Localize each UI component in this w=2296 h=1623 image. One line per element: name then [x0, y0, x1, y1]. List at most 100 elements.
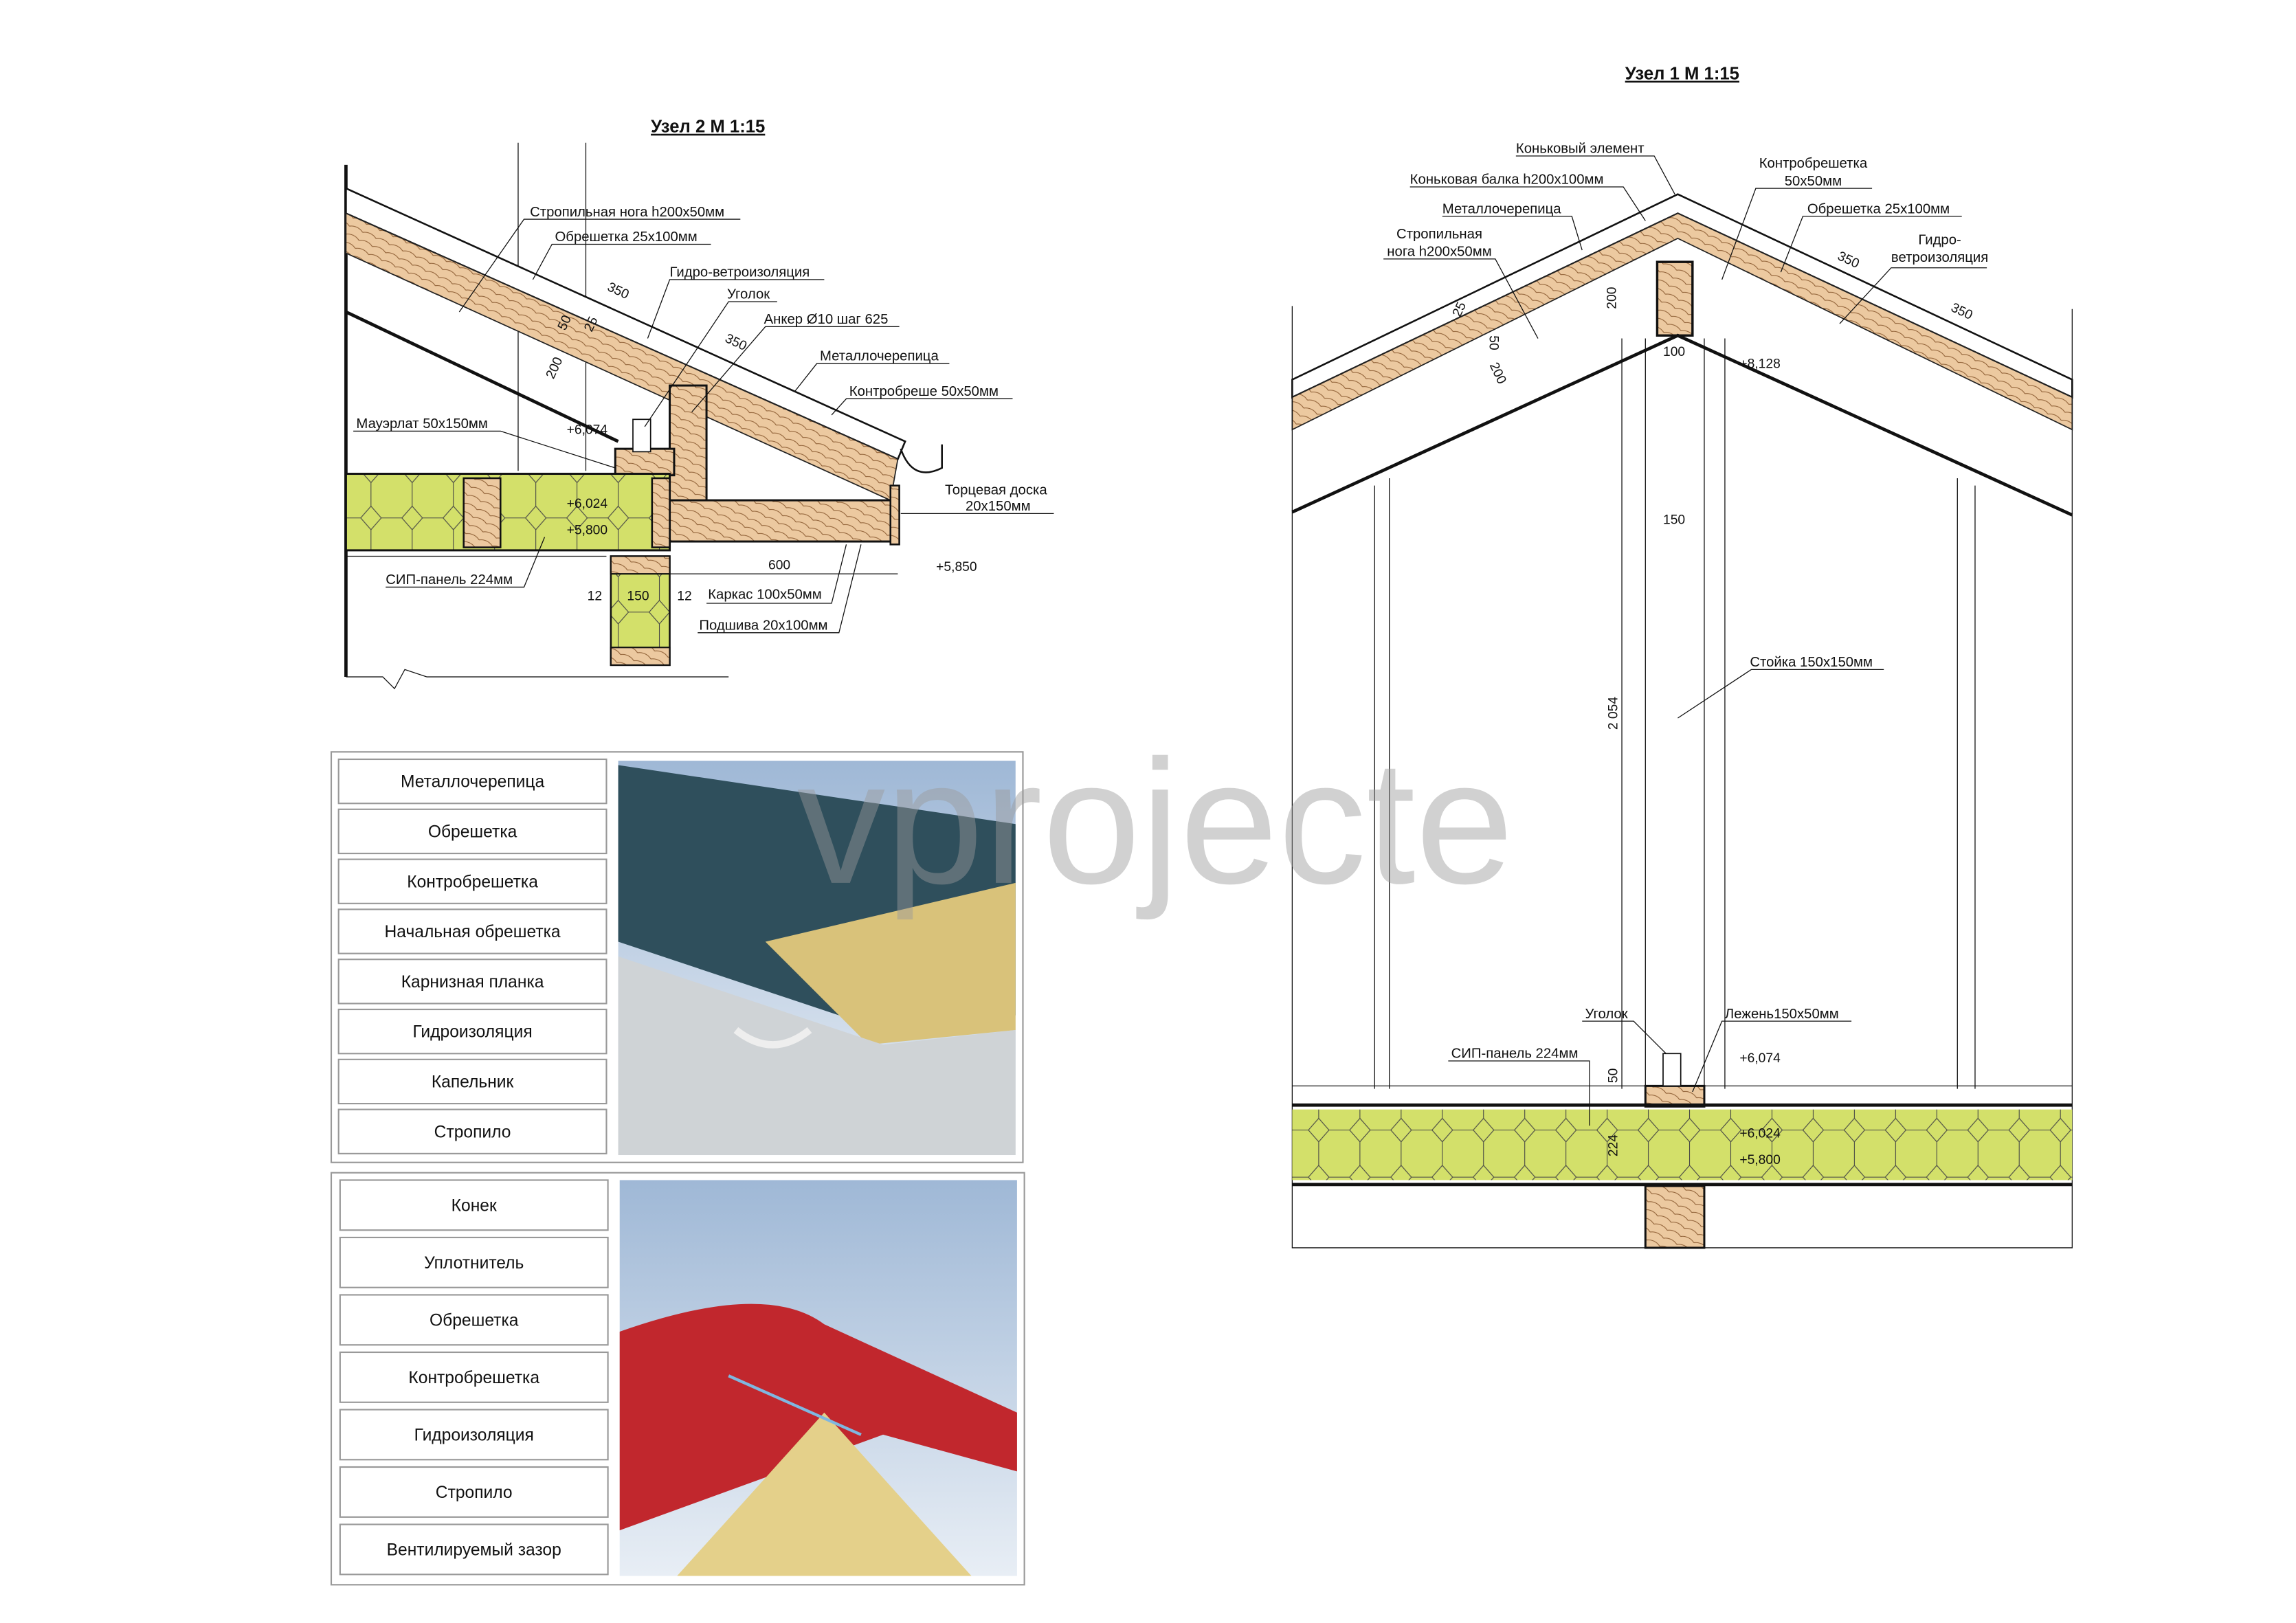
dim-224: 224	[1607, 1134, 1621, 1156]
leader	[644, 301, 777, 427]
label-rafter: Стропильная нога h200х50мм	[530, 205, 724, 220]
dim-150: 150	[627, 590, 649, 604]
wall-bottom-plate	[610, 647, 671, 666]
label-angle: Уголок	[1585, 1007, 1628, 1022]
legend-item-box	[339, 1523, 609, 1576]
leader	[1839, 267, 1987, 324]
legend-item-label: Стропило	[434, 1123, 511, 1141]
illustration-ventilation	[728, 1374, 862, 1436]
legend-item-box	[339, 1294, 609, 1346]
label-counter-batten: 50х50мм	[1785, 174, 1842, 189]
label-frame: Каркас 100х50мм	[708, 587, 822, 603]
legend-item-box	[337, 1108, 608, 1154]
level-5800: +5,800	[567, 523, 608, 537]
legend-item-box	[337, 1058, 608, 1105]
label-angle: Уголок	[727, 287, 770, 302]
level-5850: +5,850	[936, 560, 977, 574]
dim-350: 350	[605, 280, 631, 302]
label-membrane: Гидро-ветроизоляция	[670, 265, 810, 280]
level-8128: +8,128	[1739, 357, 1780, 371]
illustration-gutter	[733, 1027, 812, 1049]
leader	[1780, 216, 1962, 273]
ridge-beam	[1656, 260, 1694, 337]
dim-200: 200	[1486, 360, 1509, 386]
legend-item-box	[337, 908, 608, 954]
label-fascia-size: 20х150мм	[966, 499, 1031, 514]
angle-bracket	[1662, 1053, 1682, 1087]
dim-12: 12	[677, 590, 691, 604]
label-sip: СИП-панель 224мм	[386, 572, 513, 587]
ceiling-line	[1291, 333, 2073, 517]
legend-item-label: Стропило	[436, 1484, 513, 1502]
level-6074: +6,074	[567, 423, 608, 438]
leader	[794, 363, 950, 392]
illustration-rafters	[677, 1412, 972, 1576]
legend-item-label: Обрешетка	[428, 822, 517, 841]
leader	[1582, 1020, 1667, 1054]
ceiling-line	[345, 310, 619, 443]
leader	[353, 430, 616, 469]
eave-legend-panel: МеталлочерепицаОбрешеткаКонтробрешеткаНа…	[330, 751, 1024, 1163]
legend-item-label: Обрешетка	[430, 1311, 519, 1330]
label-rafter: нога h200х50мм	[1387, 245, 1491, 260]
leader	[831, 398, 1013, 416]
label-sill: Лежень150х50мм	[1725, 1007, 1839, 1022]
mauerlat	[614, 447, 676, 477]
ridge-legend-panel: КонекУплотнительОбрешеткаКонтробрешеткаГ…	[330, 1172, 1025, 1586]
angle-bracket	[632, 418, 651, 453]
label-counter-batten: Контробреше 50х50мм	[849, 384, 999, 399]
legend-item-box	[337, 758, 608, 805]
dim-2054: 2 054	[1607, 697, 1621, 730]
eave-frame	[669, 499, 899, 543]
level-6074: +6,074	[1739, 1051, 1781, 1066]
label-ridge-beam: Коньковая балка h200х100мм	[1410, 172, 1604, 188]
leader	[1409, 186, 1646, 221]
legend-item-box	[337, 1008, 608, 1055]
legend-item-label: Гидроизоляция	[412, 1023, 532, 1042]
dim-12: 12	[588, 590, 602, 604]
label-anchor: Анкер Ø10 шаг 625	[764, 312, 889, 327]
node1-title: Узел 1 М 1:15	[1625, 65, 1739, 84]
level-6024: +6,024	[567, 497, 608, 511]
dim-200: 200	[1605, 287, 1619, 309]
label-ridge-element: Коньковый элемент	[1516, 142, 1645, 157]
dim-50: 50	[1607, 1068, 1621, 1083]
gutter	[900, 444, 943, 473]
label-counter-batten: Контробрешетка	[1759, 156, 1868, 171]
label-rafter: Стропильная	[1396, 227, 1482, 242]
illustration-battens	[765, 882, 1016, 1045]
post-lines	[1374, 338, 1976, 1089]
legend-item-label: Контробрешетка	[408, 1369, 539, 1387]
post	[669, 384, 708, 504]
sip-stud	[651, 477, 671, 548]
legend-item-box	[339, 1466, 609, 1518]
label-batten: Обрешетка 25х100мм	[1807, 202, 1950, 217]
legend-item-label: Уплотнитель	[424, 1254, 524, 1273]
label-fascia: Торцевая доска	[945, 483, 1047, 498]
wall-top-plate	[610, 555, 671, 575]
leader	[691, 326, 900, 413]
level-5800: +5,800	[1739, 1153, 1780, 1167]
legend-item-box	[337, 959, 608, 1005]
dim-150: 150	[1663, 513, 1685, 527]
leader	[1515, 155, 1675, 194]
label-metal-tile: Металлочерепица	[1442, 202, 1562, 217]
legend-item-box	[339, 1409, 609, 1461]
legend-item-box	[339, 1179, 609, 1231]
leader	[1721, 188, 1873, 280]
dim-350: 350	[1836, 249, 1862, 271]
sip-panel	[344, 473, 671, 552]
label-metal-tile: Металлочерепица	[820, 349, 939, 364]
legend-item-box	[337, 808, 608, 855]
legend-item-label: Вентилируемый зазор	[387, 1541, 561, 1559]
legend-item-label: Карнизная планка	[401, 973, 544, 992]
label-post: Стойка 150х150мм	[1750, 655, 1873, 670]
label-mauerlat: Мауэрлат 50х150мм	[356, 416, 487, 432]
dim-600: 600	[768, 559, 790, 573]
wall-post	[1644, 1185, 1706, 1249]
outline	[346, 555, 729, 690]
level-6024: +6,024	[1739, 1126, 1781, 1141]
legend-item-label: Металлочерепица	[401, 773, 545, 792]
